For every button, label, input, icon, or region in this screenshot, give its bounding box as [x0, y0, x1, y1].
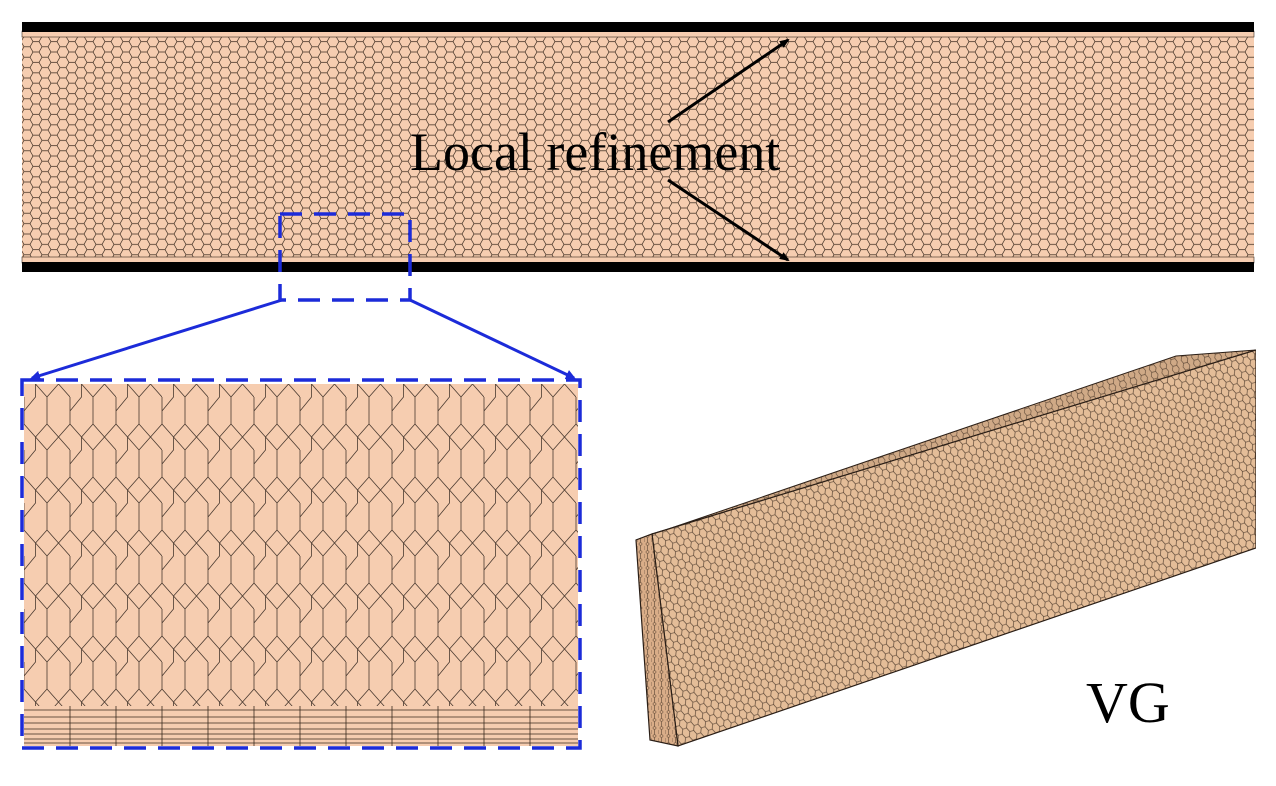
channel-3d-view	[635, 340, 1276, 760]
bottom-wall	[22, 262, 1254, 272]
channel-side-view	[21, 22, 1255, 272]
zoomed-mesh	[24, 384, 578, 706]
channel-3d-end-face	[635, 533, 679, 747]
local-refinement-label: Local refinement	[410, 122, 780, 182]
refinement-arrow-top	[667, 38, 790, 124]
zoomed-detail	[20, 378, 582, 750]
zoomed-detail-frame	[20, 378, 582, 750]
channel-mesh	[22, 31, 1254, 263]
detail-selection-box	[278, 212, 412, 302]
zoom-arrow-right	[409, 298, 576, 380]
refinement-arrow-bottom	[667, 178, 790, 262]
top-wall	[22, 22, 1254, 32]
prism-boundary-layers	[24, 706, 578, 746]
zoom-arrow-left	[30, 298, 283, 381]
case-label: VG	[1086, 670, 1170, 735]
